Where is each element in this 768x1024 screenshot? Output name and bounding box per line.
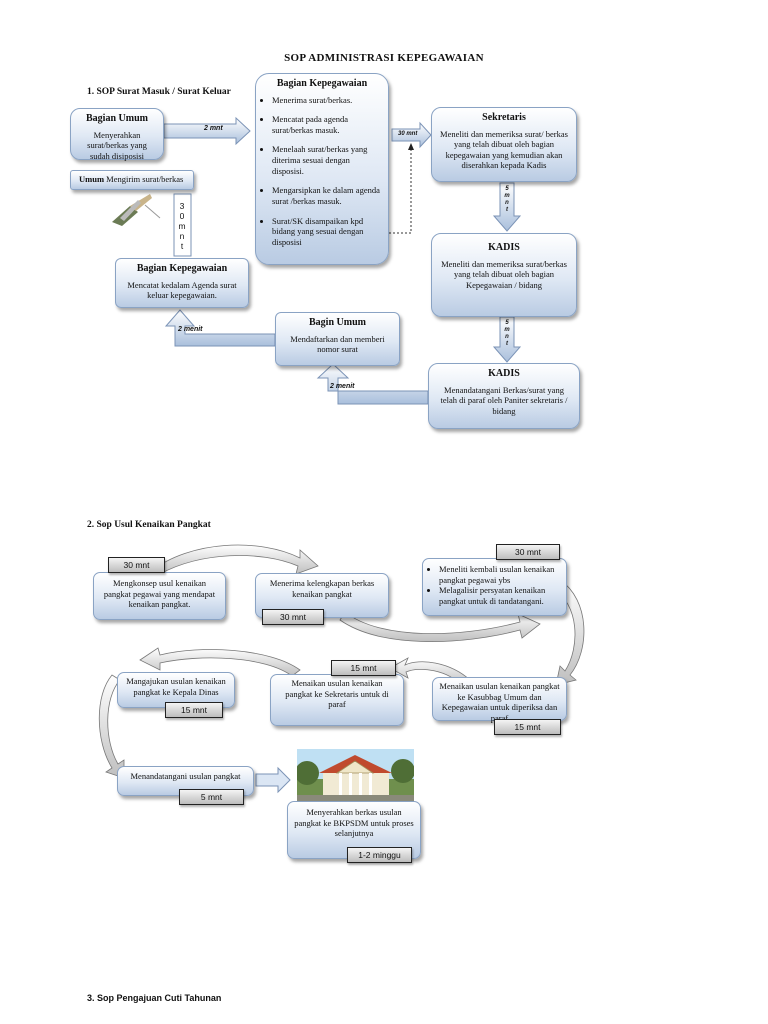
box-title: Bagian Kepegawaian xyxy=(136,263,228,274)
page-title: SOP ADMINISTRASI KEPEGAWAIAN xyxy=(284,52,484,64)
box-step-1: Mengkonsep usul kenaikan pangkat pegawai… xyxy=(93,572,226,620)
arrow-baginumum-to-kepegawaian xyxy=(164,309,276,347)
box-text: Menaikan usulan kenaikan pangkat ke Kasu… xyxy=(439,681,560,723)
label-vertical-5mnt-b: 5 m n t xyxy=(504,320,510,347)
box-text: Menaikan usulan kenaikan pangkat ke Sekr… xyxy=(285,678,389,710)
box-bagian-kepegawaian-top: Bagian Kepegawaian Menerima surat/berkas… xyxy=(255,73,389,265)
section-1-connectors xyxy=(108,116,522,405)
box-bagin-umum: Bagin Umum Mendaftarkan dan memberi nomo… xyxy=(275,312,400,366)
time-badge-step-6: 15 mnt xyxy=(165,702,223,718)
arc-2-3 xyxy=(339,611,541,642)
box-text: Mangajukan usulan kenaikan pangkat ke Ke… xyxy=(126,676,226,697)
arrow-7-8 xyxy=(255,766,291,794)
dotted-connector xyxy=(389,147,412,234)
box-text: Mengkonsep usul kenaikan pangkat pegawai… xyxy=(103,578,216,610)
box-text: Menandatangani usulan pangkat xyxy=(130,771,241,781)
time-badge-step-7: 5 mnt xyxy=(179,789,244,805)
task-list: Menerima surat/berkas. Mencatat pada age… xyxy=(262,95,382,248)
arrow-sekretaris-to-kadis xyxy=(492,182,522,232)
list-item: Melagalisir persyatan kenaikan pangkat u… xyxy=(439,585,560,606)
arrow-kepegawaian-to-sekretaris xyxy=(391,121,432,149)
building-photo xyxy=(297,749,414,801)
box-title: KADIS xyxy=(488,242,520,253)
box-bagian-umum: Bagian Umum Menyerahkan surat/berkas yan… xyxy=(70,108,164,161)
time-badge-step-4: 15 mnt xyxy=(494,719,561,735)
box-title: Sekretaris xyxy=(482,112,526,123)
box-kadis-2: KADIS Menandatangani Berkas/surat yang t… xyxy=(428,363,580,429)
list-item: Mengarsipkan ke dalam agenda surat /berk… xyxy=(272,185,382,206)
label-2menit-a: 2 menit xyxy=(178,326,203,333)
box-text: Meneliti dan memeriksa surat/berkas yang… xyxy=(441,258,567,290)
label-2menit-b: 2 menit xyxy=(330,383,355,390)
box-step-5: Menaikan usulan kenaikan pangkat ke Sekr… xyxy=(270,674,404,726)
umum-label: Umum xyxy=(79,174,105,184)
box-text: Menyerahkan berkas usulan pangkat ke BKP… xyxy=(294,807,414,839)
label-30mnt: 30 mnt xyxy=(398,131,418,137)
box-text: Mencatat kedalam Agenda surat keluar kep… xyxy=(127,279,237,301)
box-text: Menandatangani Berkas/surat yang telah d… xyxy=(440,384,568,416)
time-badge-step-5: 15 mnt xyxy=(331,660,396,676)
box-umum-mengirim: Umum Mengirim surat/berkas xyxy=(70,170,194,190)
section-1-heading: 1. SOP Surat Masuk / Surat Keluar xyxy=(87,87,231,97)
arc-5-6 xyxy=(139,647,301,677)
label-vertical-30mnt: 3 0 m n t xyxy=(178,201,186,251)
box-text: Mendaftarkan dan memberi nomor surat xyxy=(290,333,385,355)
box-step-4: Menaikan usulan kenaikan pangkat ke Kasu… xyxy=(432,677,567,723)
box-title: KADIS xyxy=(488,368,520,379)
hand-signing-icon xyxy=(108,192,168,230)
arc-4-5 xyxy=(389,657,471,687)
time-badge-step-8: 1-2 minggu xyxy=(347,847,412,863)
box-text: Menerima kelengkapan berkas kenaikan pan… xyxy=(269,578,375,599)
box-bagian-kepegawaian-bottom: Bagian Kepegawaian Mencatat kedalam Agen… xyxy=(115,258,249,308)
box-kadis-1: KADIS Meneliti dan memeriksa surat/berka… xyxy=(431,233,577,317)
box-sekretaris: Sekretaris Meneliti dan memeriksa surat/… xyxy=(431,107,577,182)
section-2-connectors xyxy=(98,544,585,794)
time-badge-step-2: 30 mnt xyxy=(262,609,324,625)
arrow-umum-to-kepegawaian xyxy=(163,116,251,146)
box-text: Meneliti dan memeriksa surat/ berkas yan… xyxy=(440,128,568,171)
box-step-3: Meneliti kembali usulan kenaikan pangkat… xyxy=(422,558,567,616)
arrow-kadis-to-kadis xyxy=(492,316,522,363)
box-title: Bagian Kepegawaian xyxy=(276,78,368,89)
label-vertical-5mnt-a: 5 m n t xyxy=(504,186,510,213)
label-2mnt: 2 mnt xyxy=(204,125,223,132)
list-item: Meneliti kembali usulan kenaikan pangkat… xyxy=(439,564,560,585)
time-badge-step-3: 30 mnt xyxy=(496,544,560,560)
arrow-vertical-30mnt xyxy=(173,193,192,257)
box-text: Menyerahkan surat/berkas yang sudah disi… xyxy=(87,129,147,161)
list-item: Mencatat pada agenda surat/berkas masuk. xyxy=(272,114,382,135)
task-list: Meneliti kembali usulan kenaikan pangkat… xyxy=(429,564,560,607)
list-item: Menelaah surat/berkas yang diterima sesu… xyxy=(272,144,382,176)
section-3-heading: 3. Sop Pengajuan Cuti Tahunan xyxy=(87,993,222,1003)
arrow-kadis-to-bagin-umum xyxy=(316,363,429,405)
umum-text: Mengirim surat/berkas xyxy=(104,174,184,184)
box-title: Bagian Umum xyxy=(86,113,148,124)
arc-3-4 xyxy=(551,579,585,686)
list-item: Surat/SK disampaikan kpd bidang yang ses… xyxy=(272,216,382,248)
arc-1-2 xyxy=(149,544,319,575)
box-title: Bagin Umum xyxy=(309,317,366,328)
section-2-heading: 2. Sop Usul Kenaikan Pangkat xyxy=(87,520,211,530)
time-badge-step-1: 30 mnt xyxy=(108,557,165,573)
list-item: Menerima surat/berkas. xyxy=(272,95,382,106)
